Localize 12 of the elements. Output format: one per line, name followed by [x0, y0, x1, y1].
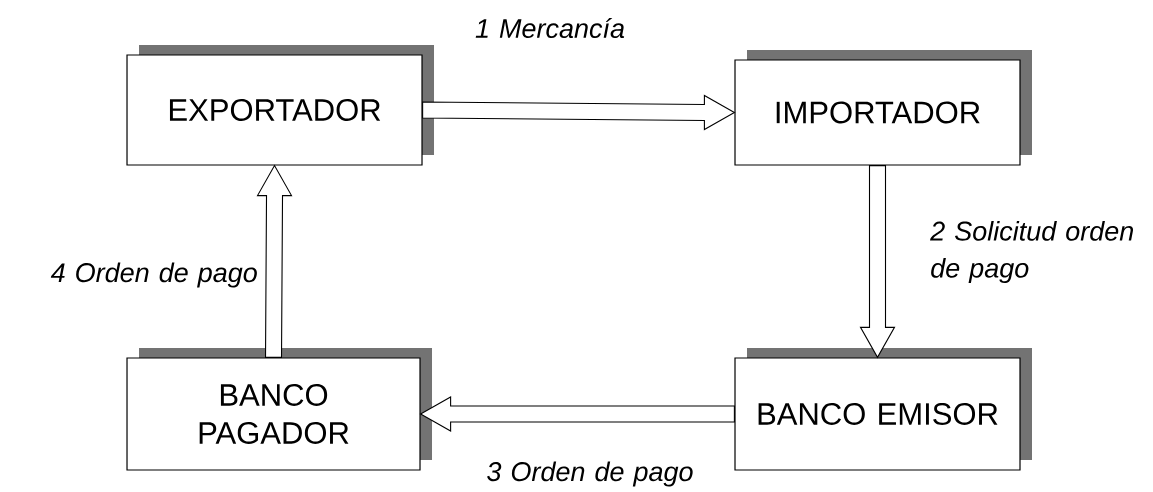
process-box: BANCO EMISOR [734, 348, 1032, 471]
edge-label: 3 Orden de pago [487, 461, 693, 487]
process-box: IMPORTADOR [734, 50, 1032, 166]
process-box: BANCO PAGADOR [126, 348, 432, 471]
edge-label: 1 Mercancía [475, 17, 625, 39]
block-arrow [256, 164, 293, 358]
process-box: EXPORTADOR [126, 45, 434, 166]
block-arrow [859, 165, 896, 359]
block-arrow [419, 396, 735, 432]
block-arrow [422, 94, 736, 131]
edge-label: 4 Orden de pago [50, 262, 257, 288]
edge-label: 2 Solicitud orden de pago [930, 220, 1134, 284]
